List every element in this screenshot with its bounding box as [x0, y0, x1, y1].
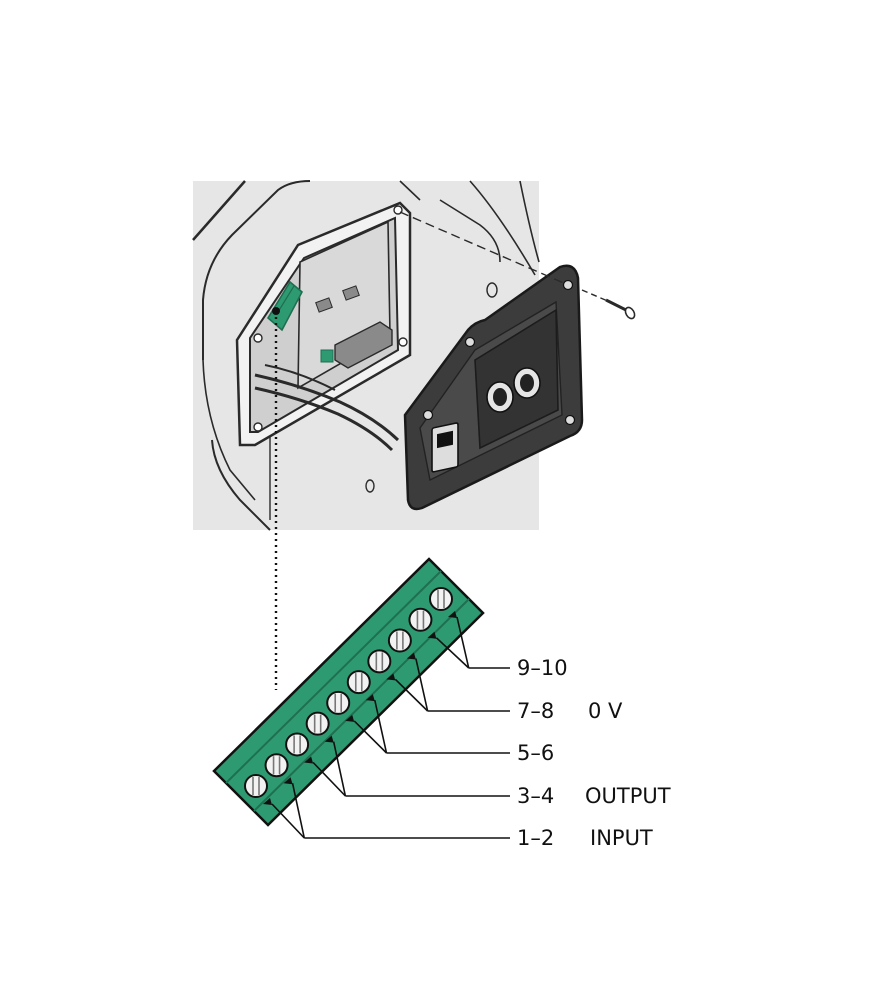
terminal-labels: 9–10 7–8 0 V 5–6 3–4 OUTPUT 1–2 INPUT — [517, 656, 671, 850]
terminal-label-1-2: 1–2 — [517, 826, 554, 850]
terminal-function-3-4: OUTPUT — [585, 784, 671, 808]
terminal-function-7-8: 0 V — [588, 699, 623, 723]
leader-line — [271, 803, 305, 839]
terminal-screw-icon — [346, 670, 375, 702]
leader-line — [291, 783, 306, 839]
assembly-dashed-line — [399, 211, 567, 285]
terminal-screw-icon — [244, 774, 272, 805]
terminal-screw-icon — [367, 649, 396, 681]
terminal-screw-icon — [264, 753, 293, 785]
leader-line — [332, 741, 347, 797]
leader-line — [394, 678, 429, 712]
cover-plate — [403, 264, 584, 511]
cable-gland-icon — [486, 367, 541, 413]
terminal-label-3-4: 3–4 — [517, 784, 554, 808]
terminal-screw-icon — [408, 607, 437, 639]
terminal-function-1-2: INPUT — [590, 826, 653, 850]
leader-line — [373, 699, 388, 754]
terminal-screw-icon — [305, 711, 334, 743]
leader-line — [435, 637, 470, 669]
power-switch-icon — [431, 422, 459, 473]
terminal-screw-icon — [387, 628, 416, 660]
leader-line — [415, 658, 429, 712]
terminal-leader-lines — [271, 616, 510, 839]
leader-line — [456, 616, 470, 669]
leader-line — [312, 761, 346, 797]
terminal-label-7-8: 7–8 — [517, 699, 554, 723]
terminal-screw-icon — [285, 732, 314, 764]
terminal-label-5-6: 5–6 — [517, 741, 554, 765]
assembly-dashed-line — [581, 289, 611, 303]
leader-line — [353, 720, 388, 754]
terminal-block — [212, 557, 485, 827]
terminal-screw-icon — [326, 690, 355, 722]
terminal-screw-icon — [429, 587, 457, 618]
screw-icon — [605, 298, 636, 320]
terminal-label-9-10: 9–10 — [517, 656, 568, 680]
